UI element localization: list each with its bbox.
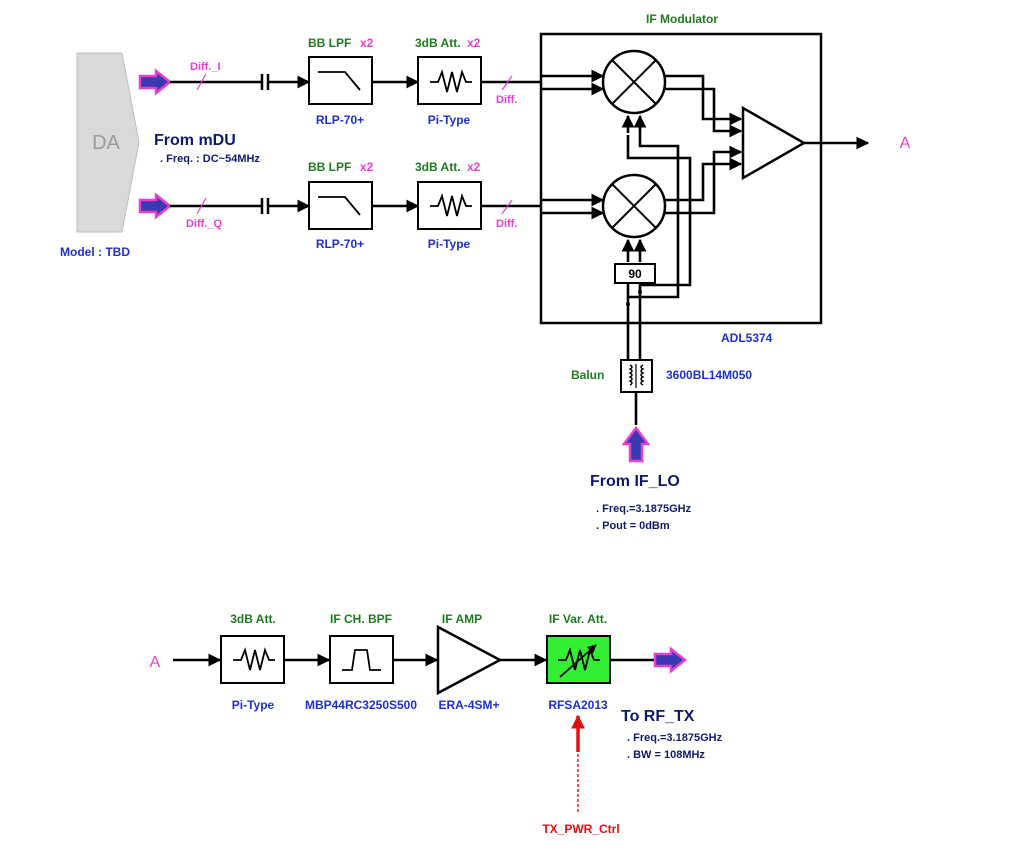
- da-block: DA: [76, 52, 140, 233]
- bottom-att-part: Pi-Type: [232, 698, 275, 712]
- diff-q-label: Diff._Q: [186, 218, 223, 230]
- modulator-box: [539, 32, 823, 325]
- output-connector-a: A: [900, 135, 911, 152]
- mixer-inputs: [541, 69, 605, 220]
- lowpass-filter-icon: [308, 56, 373, 105]
- tx-pwr-ctrl-label: TX_PWR_Ctrl: [542, 822, 619, 836]
- diff-i-label: Diff._I: [190, 61, 221, 73]
- input-connector-a: A: [150, 654, 161, 671]
- from-if-lo-title: From IF_LO: [590, 473, 680, 490]
- amplifier-icon: [436, 624, 503, 696]
- hollow-arrow-icon: [138, 192, 173, 220]
- i-att-title: 3dB Att.: [415, 36, 461, 50]
- phase-shifter-90: 90: [614, 263, 656, 284]
- i-lpf-title: BB LPF: [308, 36, 351, 50]
- bottom-var-att-title: IF Var. Att.: [549, 612, 607, 626]
- q-diff-out: Diff.: [496, 218, 517, 230]
- mixer-icon: [601, 49, 667, 115]
- mixer-output-wires: [665, 74, 743, 215]
- hollow-arrow-icon: [653, 646, 688, 674]
- i-path: [170, 73, 311, 91]
- q-path: [170, 197, 311, 215]
- variable-attenuator-icon: [546, 635, 611, 684]
- hollow-arrow-icon: [621, 425, 651, 463]
- lo-wires: [621, 114, 692, 368]
- attenuator-icon: [220, 635, 285, 684]
- mixer-icon: [601, 173, 667, 239]
- modulator-part: ADL5374: [721, 331, 773, 345]
- attenuator-icon: [417, 56, 482, 105]
- i-att-part: Pi-Type: [428, 113, 471, 127]
- q-att-mult: x2: [467, 160, 481, 174]
- lowpass-filter-icon: [308, 181, 373, 230]
- balun-icon: [620, 359, 653, 393]
- balun-part: 3600BL14M050: [666, 368, 752, 382]
- bottom-var-att-part: RFSA2013: [548, 698, 608, 712]
- modulator-title: IF Modulator: [646, 12, 718, 26]
- phase-shifter-label: 90: [628, 267, 642, 281]
- i-att-mult: x2: [467, 36, 481, 50]
- q-att-out-wire: [481, 199, 541, 215]
- to-rf-tx-title: To RF_TX: [621, 708, 695, 725]
- q-att-part: Pi-Type: [428, 237, 471, 251]
- q-att-title: 3dB Att.: [415, 160, 461, 174]
- bottom-amp-title: IF AMP: [442, 612, 482, 626]
- bandpass-filter-icon: [329, 635, 394, 684]
- da-model: Model : TBD: [60, 245, 130, 259]
- bottom-att-title: 3dB Att.: [230, 612, 276, 626]
- i-lpf-mult: x2: [360, 36, 374, 50]
- q-lpf-part: RLP-70+: [316, 237, 364, 251]
- i-lpf-part: RLP-70+: [316, 113, 364, 127]
- hollow-arrow-icon: [138, 68, 173, 96]
- from-if-lo-pout: . Pout = 0dBm: [596, 520, 670, 532]
- attenuator-icon: [417, 181, 482, 230]
- bottom-bpf-title: IF CH. BPF: [330, 612, 392, 626]
- to-rf-tx-bw: . BW = 108MHz: [627, 749, 705, 761]
- from-mdu-title: From mDU: [154, 132, 236, 149]
- from-mdu-freq: . Freq. : DC~54MHz: [160, 153, 260, 165]
- i-att-out-wire: [481, 75, 541, 91]
- bottom-bpf-part: MBP44RC3250S500: [305, 698, 417, 712]
- from-if-lo-freq: . Freq.=3.1875GHz: [596, 503, 692, 515]
- amplifier-icon: [741, 105, 807, 181]
- to-rf-tx-freq: . Freq.=3.1875GHz: [627, 732, 723, 744]
- q-lpf-mult: x2: [360, 160, 374, 174]
- da-label: DA: [92, 132, 120, 154]
- i-diff-out: Diff.: [496, 94, 517, 106]
- q-lpf-title: BB LPF: [308, 160, 351, 174]
- balun-label: Balun: [571, 368, 604, 382]
- bottom-amp-part: ERA-4SM+: [438, 698, 499, 712]
